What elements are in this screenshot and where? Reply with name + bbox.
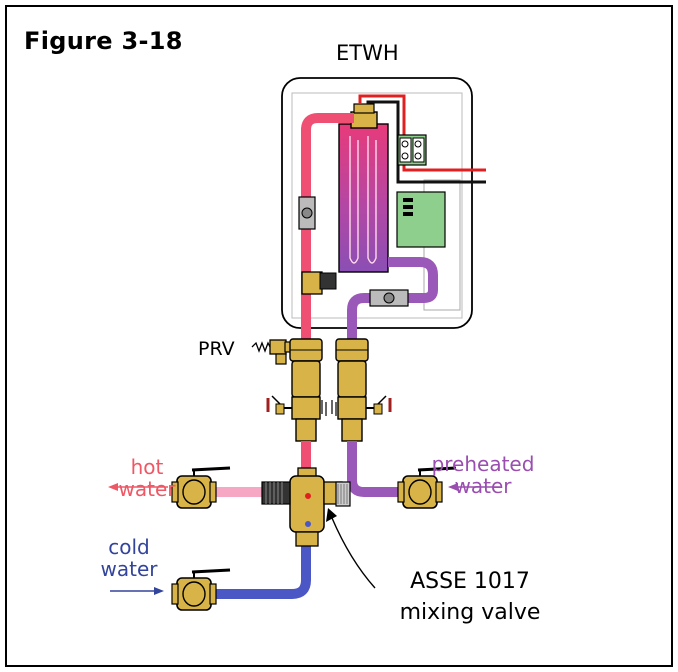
heater-element-tank [338,123,389,273]
preheated-water-label-line1: preheated [431,452,535,476]
hot-water-label: hot water [112,456,182,500]
mixing-valve-label-line1: ASSE 1017 [410,569,530,594]
hot-water-arrow-icon [108,483,168,491]
terminal-block-icon [397,134,427,166]
cold-water-label-line1: cold [108,535,150,559]
cold-pipe [212,544,311,599]
cold-water-arrow-icon [110,587,164,595]
control-board-icon [396,191,446,248]
mixing-valve-icon [261,467,351,547]
mixing-valve-callout-arrow [326,508,376,589]
cold-water-label-line2: water [100,557,158,581]
hot-water-label-line1: hot [130,455,164,479]
figure-frame [5,5,673,667]
hot-water-label-line2: water [118,477,176,501]
preheated-shutoff-valve-icon [397,466,457,509]
mixing-valve-label-line2: mixing valve [399,599,541,625]
etwh-label: ETWH [336,41,399,65]
prv-label: PRV [198,338,235,360]
cold-shutoff-valve-icon [171,568,231,611]
hot-shutoff-valve-icon [171,466,231,509]
preheated-water-arrow-icon [448,483,500,491]
preheated-water-label: preheated water [428,453,538,497]
mixing-valve-label: ASSE 1017 mixing valve [390,567,550,629]
isolation-valves-icon [266,338,392,442]
cold-water-label: cold water [94,536,164,580]
hot-pipe [301,113,354,474]
preheated-water-label-line2: water [454,474,512,498]
figure-title: Figure 3-18 [24,27,183,55]
